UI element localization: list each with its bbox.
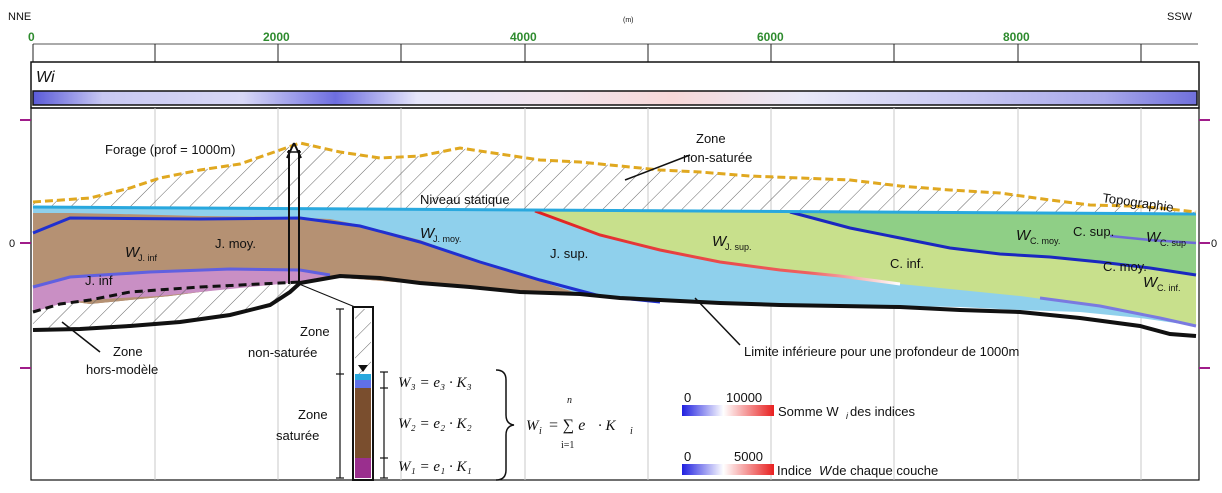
legend-somme-sub: i — [846, 411, 849, 421]
lower-limit-line — [32, 273, 1197, 338]
svg-text:· K: · K — [598, 418, 617, 434]
tick-label-2000: 2000 — [263, 30, 290, 44]
unit-label: (m) — [623, 17, 634, 24]
svg-text:i: i — [539, 426, 542, 437]
svg-text:i: i — [630, 426, 633, 437]
tick-label-6000: 6000 — [757, 30, 784, 44]
j-sup-label: J. sup. — [550, 246, 588, 261]
zone-ns-col-label-1: Zone — [300, 324, 330, 339]
water-table-line — [32, 205, 1197, 216]
c-sup-label: C. sup. — [1073, 224, 1114, 239]
hors-modele-leader — [61, 321, 101, 353]
boundary-c-moy-base — [789, 210, 1197, 277]
svg-text:J. inf: J. inf — [138, 253, 158, 263]
niveau-statique-label: Niveau statique — [420, 192, 510, 207]
zone-ns-col-label-2: non-saturée — [248, 345, 317, 360]
side-ticks — [20, 119, 1210, 369]
limite-leader — [694, 297, 741, 346]
zone-hm-label-1: Zone — [113, 344, 143, 359]
formula-brace — [495, 369, 515, 481]
formula-w3: W₃ = e₃ · K₃ — [398, 375, 472, 391]
legend-indice-bar — [682, 464, 774, 475]
y-zero-right: 0 — [1211, 238, 1217, 250]
boundary-c-sup-base — [1109, 234, 1197, 245]
tick-label-8000: 8000 — [1003, 30, 1030, 44]
tick-label-4000: 4000 — [510, 30, 537, 44]
svg-text:C. moy.: C. moy. — [1030, 236, 1060, 246]
boundary-c-inf-base — [534, 209, 901, 286]
svg-text:C. sup: C. sup — [1160, 238, 1186, 248]
legend-indice-min: 0 — [684, 449, 691, 464]
boundary-c-inf-bottom — [1039, 296, 1197, 328]
w-c-sup-label: W C. sup — [1146, 229, 1186, 248]
svg-text:J. sup.: J. sup. — [725, 242, 752, 252]
legend-somme-min: 0 — [684, 390, 691, 405]
svg-text:n: n — [567, 395, 572, 406]
svg-text:W: W — [1146, 229, 1162, 246]
c-moy-label: C. moy. — [1103, 259, 1147, 274]
wi-gradient-bar — [32, 90, 1198, 106]
svg-text:W: W — [526, 418, 540, 434]
formula-sum: W i n = ∑ e i=1 · K i — [526, 395, 633, 451]
svg-text:W: W — [420, 225, 436, 242]
legend-somme-text: Somme W — [778, 404, 839, 419]
topography-line — [32, 141, 1197, 214]
legend-somme-tail: des indices — [850, 404, 916, 419]
w-j-sup-label: W J. sup. — [712, 233, 752, 252]
unsaturated-zone — [33, 143, 1196, 214]
out-of-model-dashed-boundary — [32, 280, 301, 314]
limite-label: Limite inférieure pour une profondeur de… — [744, 344, 1019, 359]
distance-axis: 0 2000 4000 6000 8000 — [28, 30, 1198, 62]
borehole-column — [336, 306, 388, 481]
svg-text:W: W — [1016, 227, 1032, 244]
svg-text:= ∑ e: = ∑ e — [548, 417, 585, 434]
svg-text:W: W — [1143, 274, 1159, 291]
zone-sat-label-2: saturée — [276, 428, 319, 443]
w-c-inf-label: W C. inf. — [1143, 274, 1181, 293]
zone-sat-label-1: Zone — [298, 407, 328, 422]
j-inf-label: J. inf — [85, 273, 113, 288]
legend-indice-max: 5000 — [734, 449, 763, 464]
w-c-moy-label: W C. moy. — [1016, 227, 1060, 246]
legend-somme: 0 10000 Somme W i des indices — [682, 390, 916, 421]
svg-text:J. moy.: J. moy. — [433, 234, 461, 244]
zone-non-saturee-label-2: non-saturée — [683, 150, 752, 165]
svg-text:W: W — [712, 233, 728, 250]
boundary-j-moy-base — [32, 267, 331, 289]
j-moy-label: J. moy. — [215, 236, 256, 251]
out-of-model-zone — [33, 282, 300, 330]
legend-somme-max: 10000 — [726, 390, 762, 405]
legend-indice: 0 5000 Indice W de chaque couche — [682, 449, 938, 478]
section-frame — [30, 107, 1200, 481]
zone-hm-label-2: hors-modèle — [86, 362, 158, 377]
svg-text:C. inf.: C. inf. — [1157, 283, 1181, 293]
direction-right-label: SSW — [1167, 11, 1193, 23]
formula-w2: W₂ = e₂ · K₂ — [398, 416, 472, 432]
c-inf-label: C. inf. — [890, 256, 924, 271]
zone-non-saturee-leader — [624, 154, 691, 181]
legend-indice-tail: de chaque couche — [832, 463, 938, 478]
zone-non-saturee-label-1: Zone — [696, 131, 726, 146]
wi-label: Wi — [36, 69, 55, 86]
legend-somme-bar — [682, 405, 774, 416]
legend-indice-text: Indice — [777, 463, 812, 478]
svg-text:W: W — [125, 244, 141, 261]
w-j-moy-label: W J. moy. — [420, 225, 461, 244]
layer-c-sup — [790, 212, 1196, 275]
formula-w1: W₁ = e₁ · K₁ — [398, 459, 472, 475]
w-j-inf-label: W J. inf — [125, 244, 158, 263]
borehole — [286, 142, 356, 308]
y-zero-left: 0 — [9, 238, 15, 250]
legend-indice-w: W — [819, 463, 833, 478]
direction-left-label: NNE — [8, 11, 31, 23]
tick-label-0: 0 — [28, 30, 35, 44]
forage-label: Forage (prof = 1000m) — [105, 142, 235, 157]
boundary-j-sup-base — [32, 216, 661, 304]
svg-text:i=1: i=1 — [561, 440, 574, 451]
